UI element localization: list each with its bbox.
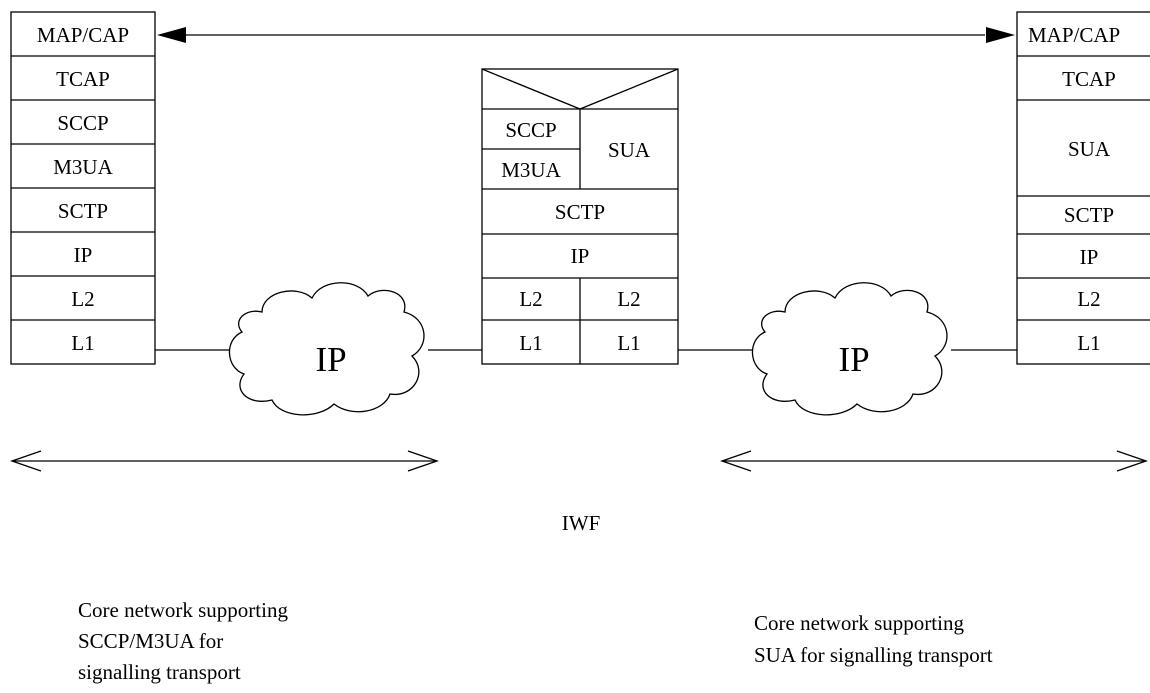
right-caption-line-1: Core network supporting — [754, 611, 964, 635]
left-layer-sctp: SCTP — [58, 199, 108, 223]
iwf-layer-sccp: SCCP — [505, 118, 556, 142]
iwf-layer-sua: SUA — [608, 138, 651, 162]
cloud-icon — [751, 282, 948, 416]
right-layer-tcap: TCAP — [1062, 67, 1116, 91]
right-cloud-label: IP — [838, 340, 869, 379]
left-layer-m3ua: M3UA — [53, 155, 113, 179]
iwf-layer-l2-left: L2 — [519, 287, 542, 311]
iwf-layer-l1-left: L1 — [519, 331, 542, 355]
right-stack-frame — [1016, 11, 1150, 365]
open-arrowhead-left-icon — [10, 450, 42, 472]
iwf-layer-l2-right: L2 — [617, 287, 640, 311]
left-layer-l1: L1 — [71, 331, 94, 355]
iwf-layer-ip: IP — [571, 244, 590, 268]
right-caption: Core network supporting SUA for signalli… — [754, 611, 993, 667]
left-layer-l2: L2 — [71, 287, 94, 311]
right-caption-line-2: SUA for signalling transport — [754, 643, 993, 667]
iwf-layer-l1-right: L1 — [617, 331, 640, 355]
right-span-arrow — [720, 450, 1148, 472]
left-span-arrow — [10, 450, 439, 472]
left-caption-line-1: Core network supporting — [78, 598, 288, 622]
arrowhead-right-icon — [986, 27, 1015, 43]
right-layer-l2: L2 — [1077, 287, 1100, 311]
left-layer-map-cap: MAP/CAP — [37, 23, 129, 47]
left-caption-line-3: signalling transport — [78, 660, 241, 684]
arrowhead-left-icon — [157, 27, 186, 43]
open-arrowhead-right-icon — [1116, 450, 1148, 472]
right-layer-sua: SUA — [1068, 137, 1111, 161]
right-layer-sctp: SCTP — [1064, 203, 1114, 227]
iwf-layer-m3ua: M3UA — [501, 158, 561, 182]
left-layer-tcap: TCAP — [56, 67, 110, 91]
left-layer-sccp: SCCP — [57, 111, 108, 135]
iwf-layer-sctp: SCTP — [555, 200, 605, 224]
open-arrowhead-left-icon — [720, 450, 752, 472]
left-layer-ip: IP — [74, 243, 93, 267]
left-ip-cloud: IP — [228, 282, 425, 416]
left-caption: Core network supporting SCCP/M3UA for si… — [78, 598, 288, 684]
left-caption-line-2: SCCP/M3UA for — [78, 629, 223, 653]
left-cloud-label: IP — [315, 340, 346, 379]
cloud-icon — [228, 282, 425, 416]
iwf-label: IWF — [562, 511, 601, 535]
iwf-protocol-stack: SCCP M3UA SUA SCTP IP L2 L2 L1 L1 — [481, 68, 679, 365]
right-layer-l1: L1 — [1077, 331, 1100, 355]
left-protocol-stack: MAP/CAP TCAP SCCP M3UA SCTP IP L2 L1 — [10, 11, 156, 365]
right-ip-cloud: IP — [751, 282, 948, 416]
right-layer-ip: IP — [1080, 245, 1099, 269]
right-layer-map-cap: MAP/CAP — [1028, 23, 1120, 47]
open-arrowhead-right-icon — [407, 450, 439, 472]
right-protocol-stack: MAP/CAP TCAP SUA SCTP IP L2 L1 — [1016, 11, 1150, 365]
